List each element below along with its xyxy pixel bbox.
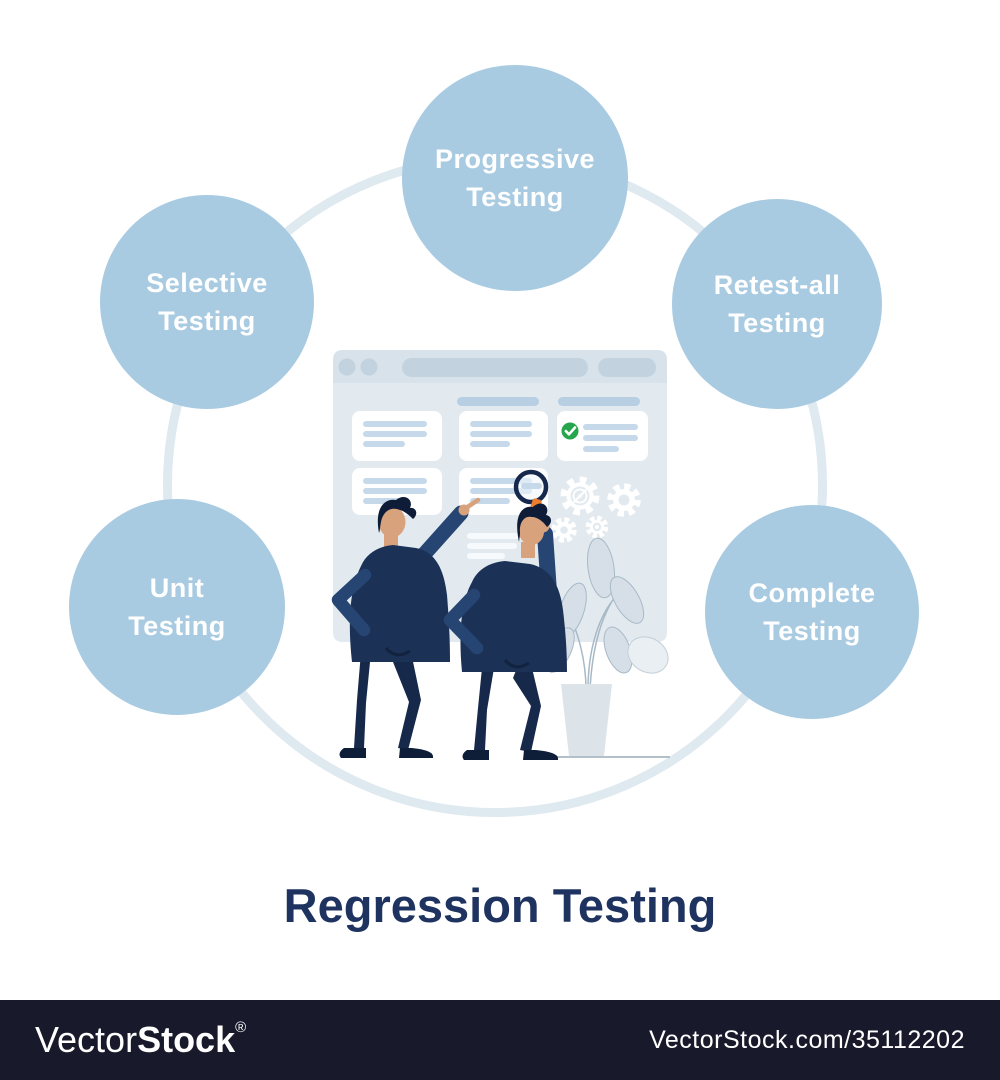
shoe bbox=[339, 748, 366, 758]
jacket bbox=[460, 561, 567, 672]
head bbox=[378, 506, 406, 538]
watermark-url: VectorStock.com/35112202 bbox=[649, 1025, 965, 1054]
akimbo-arm bbox=[331, 568, 372, 637]
diagram-title: Regression Testing bbox=[283, 879, 717, 932]
gear-icon bbox=[607, 483, 641, 517]
businessman-magnifier bbox=[443, 503, 567, 760]
node-label-line2: Testing bbox=[466, 182, 564, 212]
neck bbox=[521, 542, 535, 558]
header-button bbox=[598, 358, 656, 377]
hair bbox=[377, 496, 417, 533]
logo-text-light: Vector bbox=[35, 1019, 138, 1060]
browser-dot-icon bbox=[360, 358, 378, 376]
logo-text-bold: Stock bbox=[137, 1019, 236, 1060]
node-label-line2: Testing bbox=[158, 306, 256, 336]
shoe bbox=[462, 750, 489, 760]
jacket bbox=[349, 545, 450, 662]
kanban-card-done bbox=[557, 411, 648, 461]
column-header-bar bbox=[558, 397, 640, 406]
node-label-line1: Selective bbox=[146, 267, 268, 298]
watermark-bar: VectorStock® VectorStock.com/35112202 bbox=[0, 1000, 1000, 1080]
gear-icon bbox=[585, 515, 609, 539]
businessman-pointing bbox=[331, 496, 481, 758]
gear-icon bbox=[551, 517, 577, 543]
browser-dot-icon bbox=[338, 358, 356, 376]
shoe bbox=[399, 748, 433, 758]
registered-mark: ® bbox=[235, 1019, 247, 1036]
ear bbox=[398, 522, 404, 528]
node-label-line2: Testing bbox=[763, 616, 861, 646]
node-label-line1: Complete bbox=[748, 577, 876, 608]
node-label-line2: Testing bbox=[128, 611, 226, 641]
address-bar bbox=[402, 358, 588, 377]
jacket-vent bbox=[503, 658, 530, 669]
plant-pot bbox=[561, 684, 612, 756]
akimbo-arm bbox=[443, 588, 484, 655]
node-label-line1: Progressive bbox=[434, 143, 596, 174]
node-label-line1: Retest-all bbox=[713, 269, 841, 300]
node-label-line1: Unit bbox=[149, 572, 205, 603]
shoe bbox=[523, 750, 558, 760]
gear-gauge-icon bbox=[560, 476, 600, 516]
jacket-vent bbox=[384, 646, 411, 657]
vectorstock-logo: VectorStock® bbox=[35, 1019, 247, 1060]
kanban-card bbox=[352, 411, 442, 461]
pointing-finger bbox=[463, 497, 481, 511]
check-icon bbox=[561, 422, 579, 440]
kanban-card bbox=[459, 411, 548, 461]
text-lines-group bbox=[467, 533, 529, 559]
ear bbox=[535, 530, 541, 536]
node-label-line2: Testing bbox=[728, 308, 826, 338]
column-header-bar bbox=[457, 397, 539, 406]
head bbox=[517, 515, 545, 545]
hair bbox=[517, 503, 552, 542]
